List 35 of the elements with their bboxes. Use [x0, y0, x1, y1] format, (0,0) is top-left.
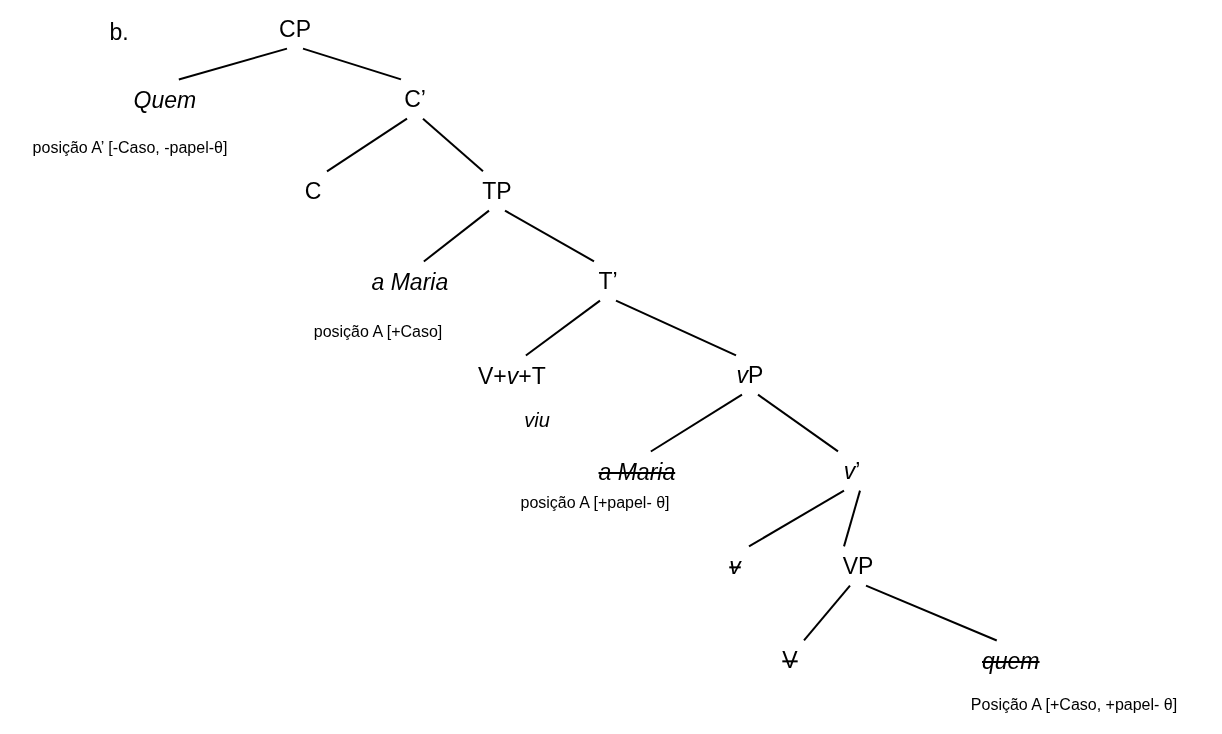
tree-branch — [422, 117, 484, 173]
tree-branch — [649, 393, 743, 453]
category-label: v — [729, 554, 741, 580]
category-label: VP — [842, 554, 874, 580]
word-label: viu — [524, 408, 550, 432]
tree-branch — [504, 209, 595, 263]
tree-branch — [326, 117, 408, 173]
tree-branch — [177, 47, 288, 81]
tree-branch — [843, 489, 861, 548]
category-label: vP — [736, 363, 764, 389]
tree-branch — [748, 489, 845, 548]
category-label: TP — [482, 179, 512, 205]
tree-branch — [615, 299, 737, 357]
category-label: a Maria — [598, 459, 676, 485]
tree-branch — [803, 584, 851, 642]
category-label: Quem — [133, 87, 197, 113]
category-label: C — [304, 179, 322, 205]
tree-branch — [757, 393, 839, 453]
position-note: posição A [+papel- θ] — [520, 494, 670, 512]
category-label: V — [782, 648, 798, 674]
position-note: posição A’ [-Caso, -papel-θ] — [32, 139, 228, 157]
category-label: CP — [279, 17, 311, 43]
category-label: V+v+T — [478, 363, 546, 389]
tree-branch — [524, 299, 601, 357]
position-note: posição A [+Caso] — [313, 323, 443, 341]
category-label: C’ — [404, 87, 426, 113]
position-note: Posição A [+Caso, +papel- θ] — [970, 696, 1178, 714]
tree-branch — [865, 584, 998, 642]
tree-branch — [422, 209, 490, 263]
example-label: b. — [109, 18, 129, 46]
category-label: T’ — [598, 269, 618, 295]
tree-branch — [302, 47, 402, 81]
category-label: v’ — [843, 459, 861, 485]
category-label: quem — [982, 648, 1040, 674]
category-label: a Maria — [371, 269, 449, 295]
